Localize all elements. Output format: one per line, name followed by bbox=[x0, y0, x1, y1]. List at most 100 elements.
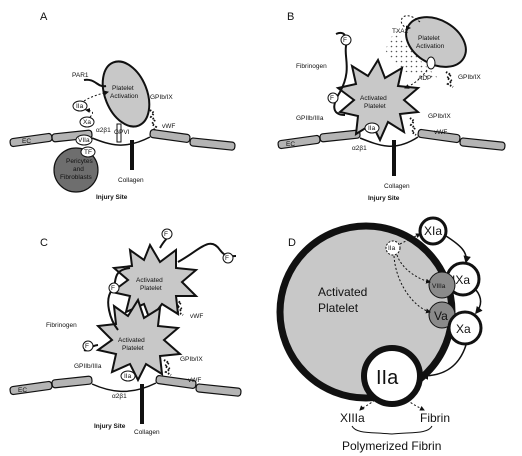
panel-d-polymerized: Polymerized Fibrin bbox=[342, 439, 441, 453]
panel-b-gpib: GPIb/IX bbox=[428, 113, 451, 120]
panel-c-gpiib: GPIIb/IIIa bbox=[74, 363, 102, 370]
panel-d-brace bbox=[351, 425, 433, 435]
panel-d-ixa: IXa bbox=[452, 273, 470, 287]
panel-a-ec-label: EC bbox=[22, 138, 31, 145]
panel-a-xa: Xa bbox=[83, 119, 91, 126]
panel-d-xia: XIa bbox=[424, 224, 442, 238]
panel-b: B EC Platelet Activation TXA2 ADP GPIb/I… bbox=[277, 11, 506, 202]
panel-b-platelet-l1: Platelet bbox=[418, 35, 440, 42]
panel-d-arrow-xa-iia bbox=[420, 344, 467, 380]
panel-b-gpiib: GPIIb/IIIa bbox=[296, 115, 324, 122]
panel-d-xa: Xa bbox=[456, 322, 471, 336]
panel-b-vwf-strand bbox=[409, 117, 417, 136]
panel-b-a2b1: α2β1 bbox=[352, 145, 367, 152]
panel-b-adp-vesicle bbox=[426, 56, 436, 70]
panel-d-arrow-to-xiiia bbox=[359, 397, 379, 411]
panel-b-f-circle-top bbox=[340, 34, 352, 46]
panel-c-f-circle-2 bbox=[222, 252, 234, 264]
panel-c-vwf-top: vWF bbox=[190, 313, 203, 320]
panel-b-f-bottom: F bbox=[330, 95, 334, 102]
panel-c-injury: Injury Site bbox=[94, 423, 126, 430]
panel-a-pericytes-l1: Pericytes bbox=[66, 158, 93, 165]
panel-d: D Activated Platelet IIa XIa IXa VIIIa V… bbox=[276, 216, 483, 453]
panel-a-xa-arrow bbox=[85, 108, 94, 118]
panel-b-letter: B bbox=[287, 11, 294, 23]
panel-a-a2b1: α2β1 bbox=[96, 127, 111, 134]
panel-d-iia-small: IIa bbox=[388, 245, 396, 252]
panel-b-collagen bbox=[392, 140, 396, 176]
panel-a-pericytes bbox=[53, 147, 99, 193]
panel-c-collagen-label: Collagen bbox=[134, 429, 160, 436]
panel-b-top-vwf bbox=[445, 71, 454, 88]
panel-c-f-3: F bbox=[111, 285, 115, 292]
panel-c-f-circle-4 bbox=[82, 340, 94, 352]
panel-c-injury-line bbox=[91, 382, 157, 393]
panel-b-vwf: vWF bbox=[434, 129, 447, 136]
panel-b-f-top: F bbox=[343, 37, 347, 44]
panel-a-platelet-l1: Platelet bbox=[112, 85, 134, 92]
panel-a-viia: VIIa bbox=[78, 137, 90, 144]
panel-d-iia-big-circle bbox=[361, 345, 423, 407]
panel-a-gpvi-label: GPVI bbox=[114, 129, 130, 136]
panel-a-vwf: vWF bbox=[162, 123, 175, 130]
panel-d-arrow-iia-va bbox=[393, 255, 431, 314]
panel-b-activated-l2: Platelet bbox=[364, 103, 386, 110]
panel-a-iia: IIa bbox=[76, 103, 84, 110]
panel-d-viiia: VIIIa bbox=[432, 283, 446, 290]
panel-b-gpib-top: GPIb/IX bbox=[458, 74, 481, 81]
panel-c-collagen bbox=[140, 384, 144, 424]
panel-c-letter: C bbox=[40, 237, 48, 249]
panel-c-vwf-strand bbox=[163, 359, 172, 376]
panel-c: C EC Activated Platelet Activated Platel… bbox=[9, 228, 242, 436]
panel-a-vwf-strand bbox=[149, 109, 158, 132]
panel-d-activated-l2: Platelet bbox=[318, 301, 359, 315]
panel-d-arrow-iia-viiia bbox=[396, 254, 431, 284]
panel-c-gpib: GPIb/IX bbox=[180, 356, 203, 363]
panel-b-iia: IIa bbox=[368, 125, 376, 132]
panel-b-vessel-wall bbox=[277, 128, 506, 151]
panel-d-activated-l1: Activated bbox=[318, 285, 367, 299]
panel-c-f-4: F bbox=[85, 343, 89, 350]
panel-c-activated-top-l2: Platelet bbox=[140, 285, 162, 292]
panel-b-platelet-l2: Activation bbox=[416, 43, 445, 50]
panel-a-platelet-l2: Activation bbox=[110, 93, 139, 100]
panel-c-ec-label: EC bbox=[18, 387, 27, 394]
panel-a-letter: A bbox=[40, 11, 48, 23]
panel-a-gpvi bbox=[116, 123, 122, 143]
panel-b-txa2-arrow bbox=[400, 15, 421, 31]
panel-a-iia-arrow bbox=[83, 90, 109, 102]
panel-c-a2b1: α2β1 bbox=[112, 393, 127, 400]
panel-b-injury: Injury Site bbox=[368, 195, 400, 202]
panel-a-platelet bbox=[101, 60, 151, 128]
panel-c-vessel-wall bbox=[9, 375, 242, 397]
panel-a-viia-oval bbox=[75, 134, 93, 146]
panel-a-collagen bbox=[130, 140, 134, 170]
panel-a-gpib: GPIb/IX bbox=[150, 94, 173, 101]
panel-a-par1: PAR1 bbox=[72, 72, 89, 79]
panel-c-f-1: F bbox=[164, 231, 168, 238]
panel-c-vwf-strand-top bbox=[175, 299, 184, 316]
panel-c-iia-oval bbox=[120, 370, 136, 382]
panel-b-f-circle-bottom bbox=[327, 92, 339, 104]
panel-a-iia-oval bbox=[72, 100, 88, 112]
panel-d-iia-small-circle bbox=[385, 240, 401, 256]
panel-c-iia: IIa bbox=[124, 373, 132, 380]
panel-b-txa2: TXA2 bbox=[392, 28, 409, 35]
panel-a-pericytes-l2: and bbox=[73, 166, 84, 173]
panel-a: A EC Pericytes and Fibroblasts TF VIIa X… bbox=[9, 11, 236, 201]
panel-a-injury-line bbox=[91, 136, 151, 146]
panel-d-viiia-circle bbox=[428, 271, 456, 299]
panel-d-xiiia: XIIIa bbox=[340, 411, 365, 425]
panel-b-activated-l1: Activated bbox=[360, 95, 387, 102]
panel-c-fibrinogen: Fibrinogen bbox=[46, 322, 77, 329]
panel-d-arrow-ixa-xa bbox=[475, 289, 483, 315]
panel-b-collagen-label: Collagen bbox=[384, 183, 410, 190]
panel-d-letter: D bbox=[288, 237, 296, 249]
panel-a-injury: Injury Site bbox=[96, 194, 128, 201]
panel-a-xa-oval bbox=[79, 116, 95, 128]
panel-c-activated-bottom-l2: Platelet bbox=[122, 345, 144, 352]
panel-c-activated-top-l1: Activated bbox=[136, 277, 163, 284]
panel-d-va: Va bbox=[434, 309, 448, 323]
panel-c-activated-platelet-bottom bbox=[95, 297, 183, 383]
